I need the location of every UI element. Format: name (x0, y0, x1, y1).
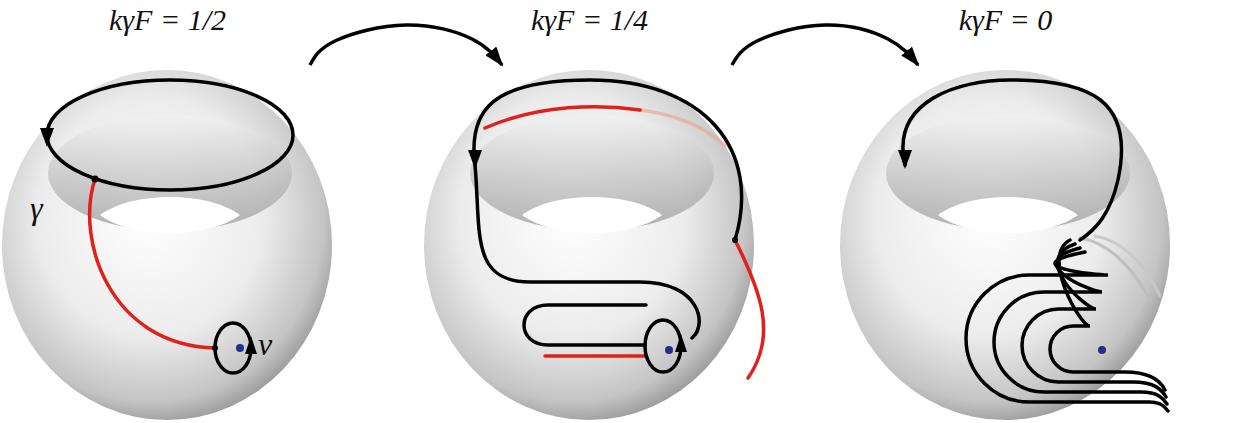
curve (90, 179, 215, 348)
vortex-loop (215, 323, 251, 373)
point (1098, 346, 1106, 354)
direction-arrow (898, 150, 912, 169)
curve (485, 107, 640, 128)
panel-heading: kγF = 1/2 (0, 3, 335, 36)
point (732, 237, 738, 243)
direction-arrow (40, 128, 54, 147)
curve-group (40, 80, 293, 373)
cycle-curve (47, 80, 293, 190)
direction-arrow (675, 334, 687, 352)
curve (474, 80, 742, 338)
panel-heading: kγF = 0 (838, 3, 1173, 36)
torus-surface (424, 70, 754, 420)
curve-group (898, 80, 1168, 411)
curve (524, 305, 646, 345)
torus-hole (100, 197, 240, 233)
curve (1050, 240, 1165, 390)
curve (1095, 236, 1160, 296)
point (665, 346, 673, 354)
point (212, 345, 218, 351)
panel-heading: kγF = 1/4 (422, 3, 757, 36)
curve (966, 252, 1168, 411)
point (236, 344, 244, 352)
transition-arrow (310, 25, 502, 65)
torus-panel: kγF = 1/4 (422, 65, 757, 420)
torus-illustration (838, 65, 1173, 420)
direction-arrow (468, 150, 482, 169)
curve (545, 354, 645, 358)
torus-illustration (422, 65, 757, 420)
torus-surface (840, 70, 1170, 420)
vortex-loop (645, 320, 681, 372)
transition-arrow (732, 25, 918, 65)
torus-surface (2, 70, 332, 420)
curve-label: v (258, 327, 272, 362)
torus-panel: kγF = 0 (838, 65, 1173, 420)
direction-arrow (245, 336, 257, 354)
point (92, 176, 99, 183)
curve (735, 240, 764, 378)
curve (640, 110, 725, 145)
curve-group (468, 80, 764, 378)
torus-hole (938, 197, 1078, 233)
torus-hole (522, 197, 662, 233)
torus-illustration (0, 65, 335, 420)
curve-label: γ (30, 191, 43, 226)
curve (903, 80, 1122, 240)
curve (1022, 244, 1166, 397)
torus-panel: kγF = 1/2γv (0, 65, 335, 420)
